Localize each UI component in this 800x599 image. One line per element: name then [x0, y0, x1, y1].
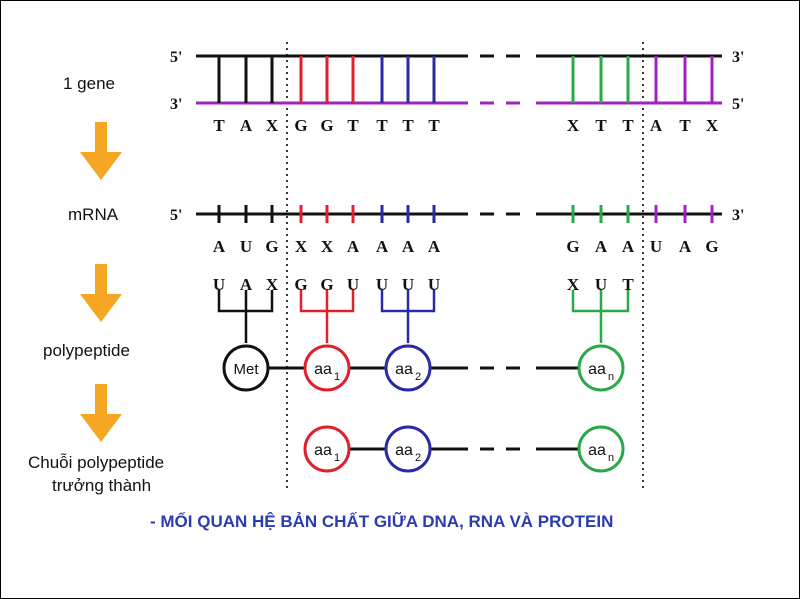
svg-text:aa: aa — [588, 442, 606, 459]
dna-base-7: T — [402, 116, 414, 135]
anticodon-2-base-1: U — [402, 275, 414, 294]
gene-label: 1 gene — [63, 74, 115, 93]
anticodon-1-base-2: U — [347, 275, 359, 294]
mrna-base-1: U — [240, 237, 252, 256]
amino-acid-aa2: aa 2 — [384, 344, 432, 392]
mrna-base-14: G — [705, 237, 718, 256]
mrna-base-5: A — [347, 237, 360, 256]
svg-text:2: 2 — [415, 452, 421, 464]
dna-base-10: T — [595, 116, 607, 135]
mrna-5prime: 5' — [170, 207, 182, 224]
trna-fork-met — [217, 290, 274, 343]
caption: - MỐI QUAN HỆ BẢN CHẤT GIỮA DNA, RNA VÀ … — [150, 512, 614, 531]
svg-text:2: 2 — [415, 371, 421, 383]
mrna-base-4: X — [321, 237, 334, 256]
mrna-base-3: X — [295, 237, 308, 256]
dna-base-1: A — [240, 116, 253, 135]
dna-base-2: X — [266, 116, 279, 135]
dna-top-3prime: 3' — [732, 49, 744, 66]
mature-amino-acid-aa1: aa 1 — [303, 425, 351, 473]
dna-base-9: X — [567, 116, 580, 135]
mrna-base-12: U — [650, 237, 662, 256]
svg-text:aa: aa — [395, 442, 413, 459]
dna-double-strand — [196, 54, 722, 105]
amino-acid-met: Met — [222, 344, 270, 392]
anticodon-0-base-1: A — [240, 275, 253, 294]
dna-base-8: T — [428, 116, 440, 135]
anticodon-2-base-0: U — [376, 275, 388, 294]
anticodon-1-base-1: G — [320, 275, 333, 294]
dna-top-5prime: 5' — [170, 49, 182, 66]
svg-text:1: 1 — [334, 371, 340, 383]
anticodon-1-base-0: G — [294, 275, 307, 294]
dna-base-4: G — [320, 116, 333, 135]
mature-amino-acid-aa2: aa 2 — [384, 425, 432, 473]
mrna-base-11: A — [622, 237, 635, 256]
trna-fork-aa1 — [299, 290, 355, 343]
anticodon-0-base-2: X — [266, 275, 279, 294]
arrow-down-icon-3 — [80, 384, 122, 442]
mature-chain-label-line2: trưởng thành — [52, 476, 152, 495]
dna-bottom-5prime: 5' — [732, 96, 744, 113]
mrna-base-2: G — [265, 237, 278, 256]
mrna-base-0: A — [213, 237, 226, 256]
svg-text:aa: aa — [395, 361, 413, 378]
anticodon-3-base-2: T — [622, 275, 634, 294]
dna-base-3: G — [294, 116, 307, 135]
mrna-strand — [196, 205, 722, 223]
dna-base-12: A — [650, 116, 663, 135]
dna-base-13: T — [679, 116, 691, 135]
svg-text:n: n — [608, 371, 614, 383]
mrna-base-9: G — [566, 237, 579, 256]
dna-bottom-3prime: 3' — [170, 96, 182, 113]
trna-fork-aa2 — [380, 290, 436, 343]
svg-text:Met: Met — [233, 361, 259, 378]
polypeptide-label: polypeptide — [43, 341, 130, 360]
anticodon-3-base-1: U — [595, 275, 607, 294]
dna-base-6: T — [376, 116, 388, 135]
dna-base-14: X — [706, 116, 719, 135]
svg-text:aa: aa — [588, 361, 606, 378]
dna-base-11: T — [622, 116, 634, 135]
mrna-label: mRNA — [68, 205, 119, 224]
trna-fork-aan — [571, 290, 630, 343]
mrna-3prime: 3' — [732, 207, 744, 224]
mature-amino-acid-aan: aa n — [577, 425, 625, 473]
svg-text:n: n — [608, 452, 614, 464]
svg-text:aa: aa — [314, 442, 332, 459]
svg-text:aa: aa — [314, 361, 332, 378]
anticodon-2-base-2: U — [428, 275, 440, 294]
mature-chain-label-line1: Chuỗi polypeptide — [28, 453, 165, 472]
svg-text:1: 1 — [334, 452, 340, 464]
mrna-base-6: A — [376, 237, 389, 256]
anticodon-3-base-0: X — [567, 275, 580, 294]
anticodon-0-base-0: U — [213, 275, 225, 294]
mrna-base-13: A — [679, 237, 692, 256]
arrow-down-icon-1 — [80, 122, 122, 180]
dna-base-0: T — [213, 116, 225, 135]
mrna-base-7: A — [402, 237, 415, 256]
dna-base-5: T — [347, 116, 359, 135]
arrow-down-icon-2 — [80, 264, 122, 322]
amino-acid-aa1: aa 1 — [303, 344, 351, 392]
amino-acid-aan: aa n — [577, 344, 625, 392]
mrna-base-10: A — [595, 237, 608, 256]
mrna-base-8: A — [428, 237, 441, 256]
